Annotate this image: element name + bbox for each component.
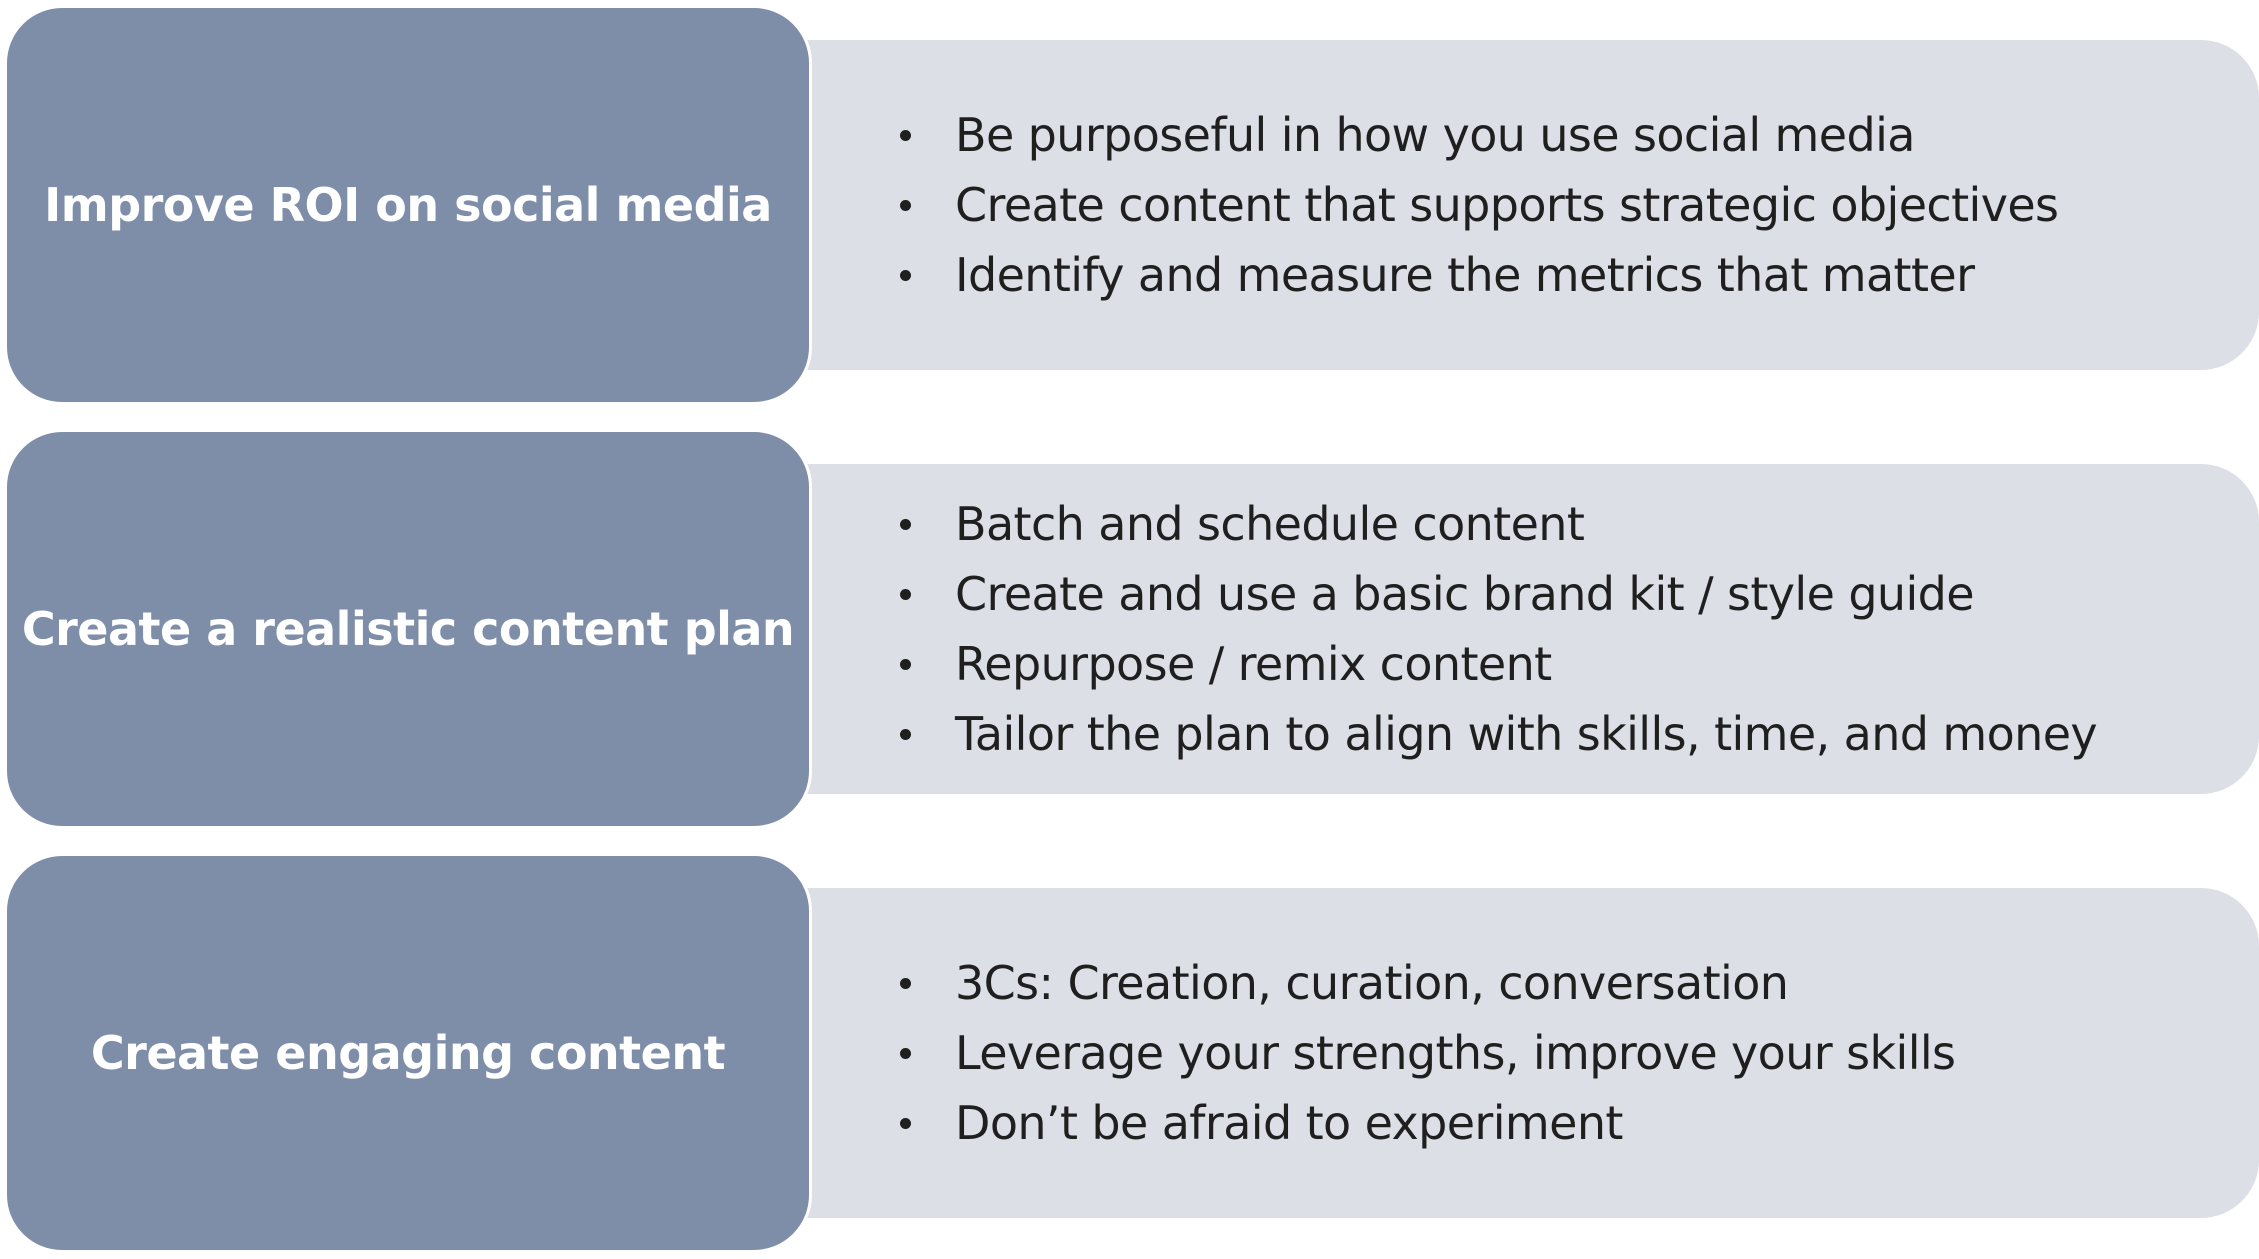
diagram-row-2: Batch and schedule content Create and us… bbox=[0, 429, 2259, 829]
diagram-row-3: 3Cs: Creation, curation, conversation Le… bbox=[0, 853, 2259, 1253]
bullet-dot-icon bbox=[900, 1118, 911, 1129]
bullet-item: Tailor the plan to align with skills, ti… bbox=[900, 699, 2259, 769]
bullet-panel: Batch and schedule content Create and us… bbox=[806, 464, 2259, 794]
bullet-dot-icon bbox=[900, 659, 911, 670]
bullet-item: 3Cs: Creation, curation, conversation bbox=[900, 948, 2259, 1018]
bullet-list: Be purposeful in how you use social medi… bbox=[900, 100, 2259, 310]
category-box: Create engaging content bbox=[4, 853, 812, 1253]
bullet-text: Repurpose / remix content bbox=[955, 637, 1552, 691]
bullet-text: Tailor the plan to align with skills, ti… bbox=[955, 707, 2098, 761]
bullet-text: Don’t be afraid to experiment bbox=[955, 1096, 1623, 1150]
category-label: Create a realistic content plan bbox=[21, 602, 795, 656]
bullet-item: Create and use a basic brand kit / style… bbox=[900, 559, 2259, 629]
bullet-text: Leverage your strengths, improve your sk… bbox=[955, 1026, 1956, 1080]
bullet-text: Create and use a basic brand kit / style… bbox=[955, 567, 1975, 621]
category-box: Improve ROI on social media bbox=[4, 5, 812, 405]
category-label: Create engaging content bbox=[90, 1026, 726, 1080]
bullet-text: Create content that supports strategic o… bbox=[955, 178, 2059, 232]
bullet-dot-icon bbox=[900, 270, 911, 281]
bullet-dot-icon bbox=[900, 200, 911, 211]
bullet-list: Batch and schedule content Create and us… bbox=[900, 489, 2259, 769]
bullet-dot-icon bbox=[900, 519, 911, 530]
bullet-item: Identify and measure the metrics that ma… bbox=[900, 240, 2259, 310]
diagram-row-1: Be purposeful in how you use social medi… bbox=[0, 5, 2259, 405]
category-label: Improve ROI on social media bbox=[44, 178, 772, 232]
bullet-item: Repurpose / remix content bbox=[900, 629, 2259, 699]
bullet-text: Identify and measure the metrics that ma… bbox=[955, 248, 1975, 302]
bullet-list: 3Cs: Creation, curation, conversation Le… bbox=[900, 948, 2259, 1158]
bullet-dot-icon bbox=[900, 589, 911, 600]
bullet-text: Batch and schedule content bbox=[955, 497, 1585, 551]
bullet-item: Be purposeful in how you use social medi… bbox=[900, 100, 2259, 170]
bullet-item: Leverage your strengths, improve your sk… bbox=[900, 1018, 2259, 1088]
bullet-text: Be purposeful in how you use social medi… bbox=[955, 108, 1915, 162]
bullet-item: Create content that supports strategic o… bbox=[900, 170, 2259, 240]
bullet-item: Batch and schedule content bbox=[900, 489, 2259, 559]
bullet-text: 3Cs: Creation, curation, conversation bbox=[955, 956, 1789, 1010]
bullet-dot-icon bbox=[900, 978, 911, 989]
bullet-dot-icon bbox=[900, 729, 911, 740]
bullet-dot-icon bbox=[900, 1048, 911, 1059]
bullet-item: Don’t be afraid to experiment bbox=[900, 1088, 2259, 1158]
category-box: Create a realistic content plan bbox=[4, 429, 812, 829]
bullet-dot-icon bbox=[900, 130, 911, 141]
bullet-panel: Be purposeful in how you use social medi… bbox=[806, 40, 2259, 370]
bullet-panel: 3Cs: Creation, curation, conversation Le… bbox=[806, 888, 2259, 1218]
